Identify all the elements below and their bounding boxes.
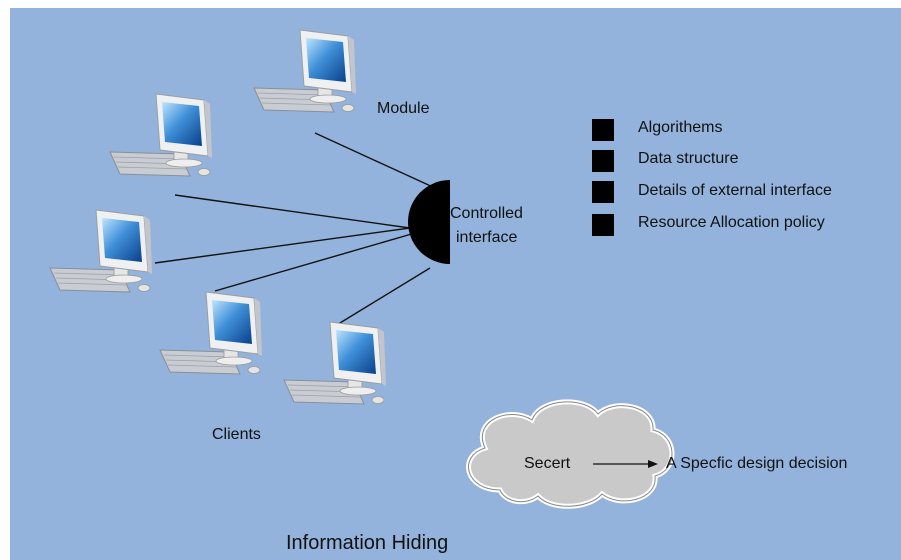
legend-square-icon [592,150,614,172]
connection-line [314,132,436,189]
computer-client-icon [49,209,153,293]
connection-line [174,194,411,229]
decision-label: A Specfic design decision [666,455,848,472]
legend-item-resource-policy: Resource Allocation policy [638,214,825,231]
legend-item-data-structure: Data structure [638,150,739,167]
legend-square-icon [592,119,614,141]
connection-lines [154,132,436,327]
decision-arrow [593,460,658,468]
controlled-interface-shape [408,180,450,264]
diagram-title: Information Hiding [286,532,449,554]
legend-square-icon [592,181,614,203]
module-label: Module [377,100,430,117]
interface-label-line2: interface [456,229,518,246]
computer-client-icon [159,291,263,375]
connection-line [154,227,411,264]
computer-client-icon [109,93,213,177]
diagram-svg [49,29,675,509]
clients-label: Clients [212,426,261,443]
legend-square-icon [592,214,614,236]
interface-label-line1: Controlled [450,205,523,222]
diagram-canvas: Module Clients Controlled interface Algo… [10,8,901,560]
connection-line [214,232,416,292]
cloud-shape [466,399,675,509]
computer-client-icon [283,321,387,405]
connection-line [334,267,431,327]
computer-module-icon [253,29,357,113]
legend-item-algorithms: Algorithems [638,119,723,136]
legend-item-external-interface: Details of external interface [638,182,832,199]
cloud-label: Secert [524,455,571,472]
